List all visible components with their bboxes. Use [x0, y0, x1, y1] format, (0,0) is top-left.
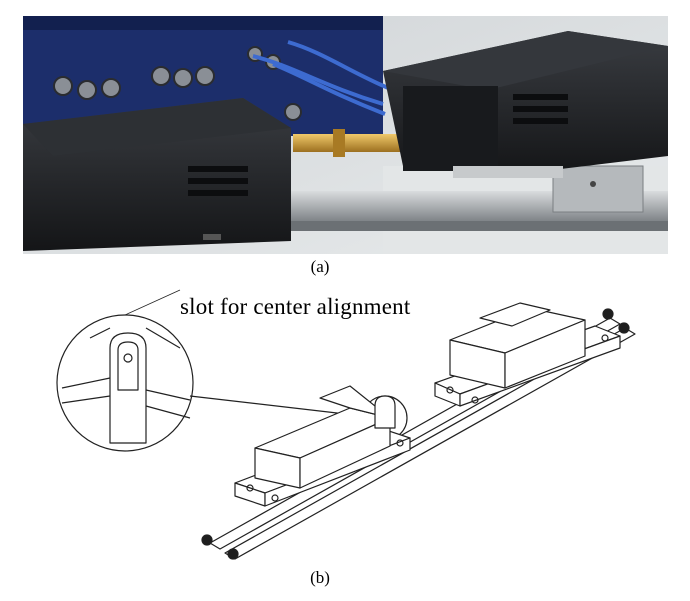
annotation-slot-for-center-alignment: slot for center alignment [180, 294, 411, 319]
brass-waveguide-adapter [293, 134, 423, 152]
photo-measurement-setup [23, 16, 668, 254]
caption-panel-b: (b) [310, 568, 330, 587]
right-frequency-extender-unit [383, 31, 668, 178]
caption-panel-a: (a) [310, 257, 330, 276]
left-frequency-extender-unit [23, 98, 291, 251]
rail-end-knobs [201, 308, 630, 560]
schematic-alignment-fixture [56, 289, 636, 560]
left-extender-drawing [254, 385, 391, 489]
blue-cables [252, 40, 394, 116]
panel-connectors [53, 46, 302, 121]
right-extender-drawing [449, 302, 586, 389]
